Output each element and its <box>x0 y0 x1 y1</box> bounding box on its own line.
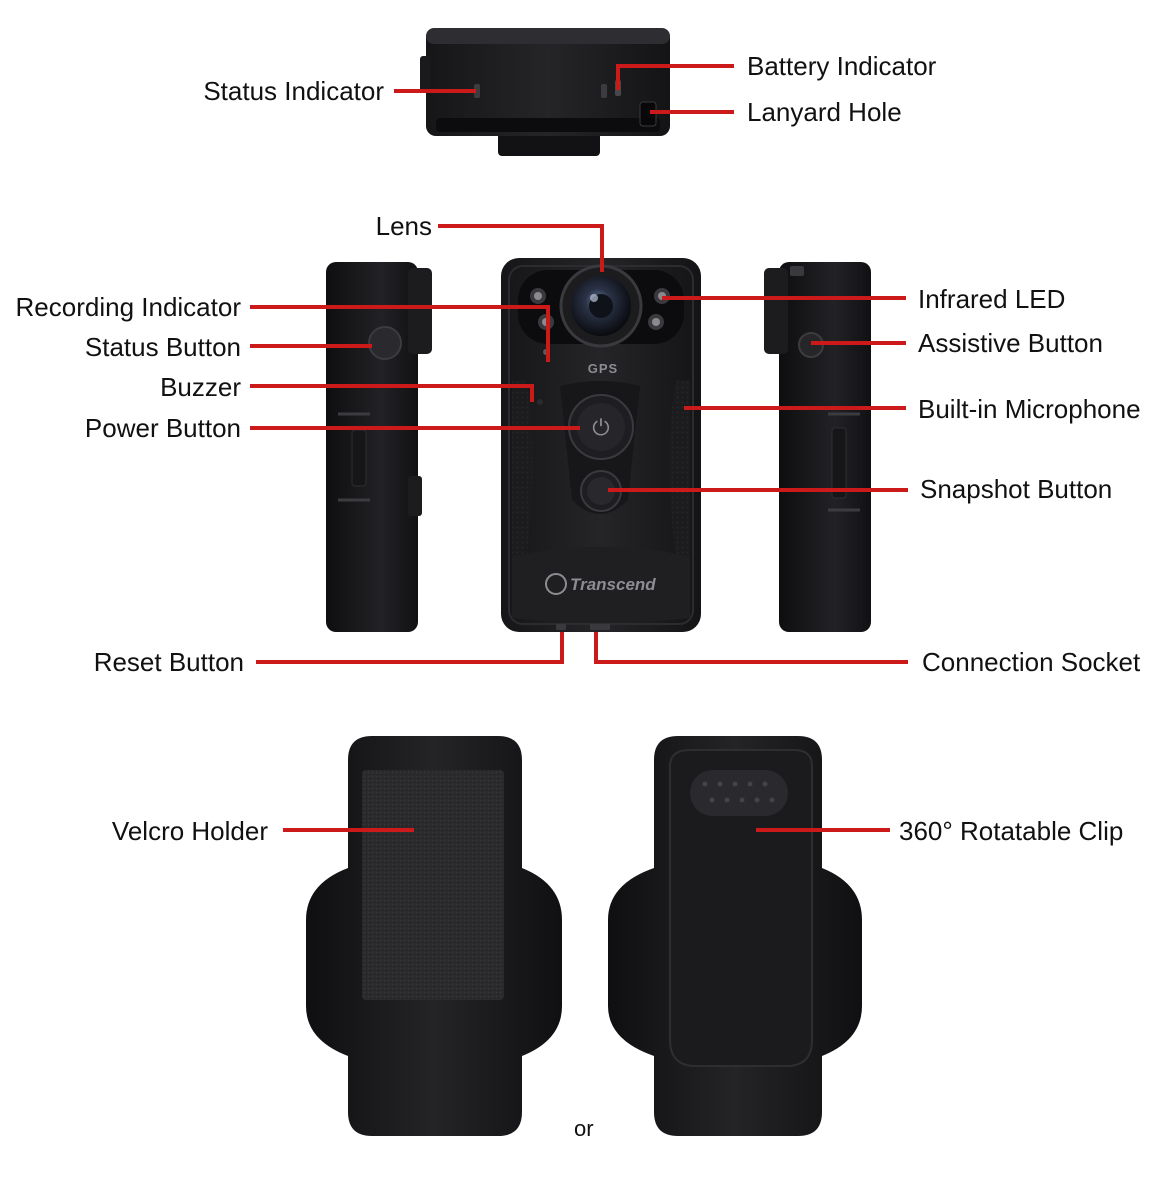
label-status-button: Status Button <box>84 332 241 362</box>
leader-reset-button <box>256 632 564 664</box>
rotatable-clip-holder <box>608 736 862 1136</box>
separator-or: or <box>574 1116 594 1141</box>
label-snapshot-button: Snapshot Button <box>920 474 1113 504</box>
label-buzzer: Buzzer <box>160 372 241 402</box>
leader-connection-socket <box>594 632 908 664</box>
left-side-view <box>326 262 432 632</box>
leader-lens <box>438 224 604 272</box>
brand-logo-text: Transcend <box>570 575 656 594</box>
label-velcro-holder: Velcro Holder <box>111 816 268 846</box>
gps-badge: GPS <box>588 361 618 376</box>
label-status-indicator: Status Indicator <box>203 76 384 106</box>
label-power-button: Power Button <box>84 413 241 443</box>
label-recording-indicator: Recording Indicator <box>15 292 241 322</box>
label-lens: Lens <box>375 211 432 241</box>
label-assistive-button: Assistive Button <box>918 328 1103 358</box>
label-connection-socket: Connection Socket <box>922 647 1141 677</box>
label-lanyard-hole: Lanyard Hole <box>747 97 902 127</box>
label-reset-button: Reset Button <box>93 647 244 677</box>
leader-battery-indicator <box>616 64 734 90</box>
right-side-view <box>764 262 871 632</box>
front-view-camera <box>501 258 701 632</box>
label-infrared-led: Infrared LED <box>918 284 1066 314</box>
leader-recording-indicator <box>250 305 550 362</box>
label-battery-indicator: Battery Indicator <box>747 51 937 81</box>
velcro-holder <box>306 736 562 1136</box>
label-rotatable-clip: 360° Rotatable Clip <box>899 816 1124 846</box>
brand-logo-icon <box>545 573 567 595</box>
label-builtin-microphone: Built-in Microphone <box>918 394 1141 424</box>
power-icon: ⏻ <box>592 415 609 440</box>
leader-buzzer <box>250 384 534 402</box>
